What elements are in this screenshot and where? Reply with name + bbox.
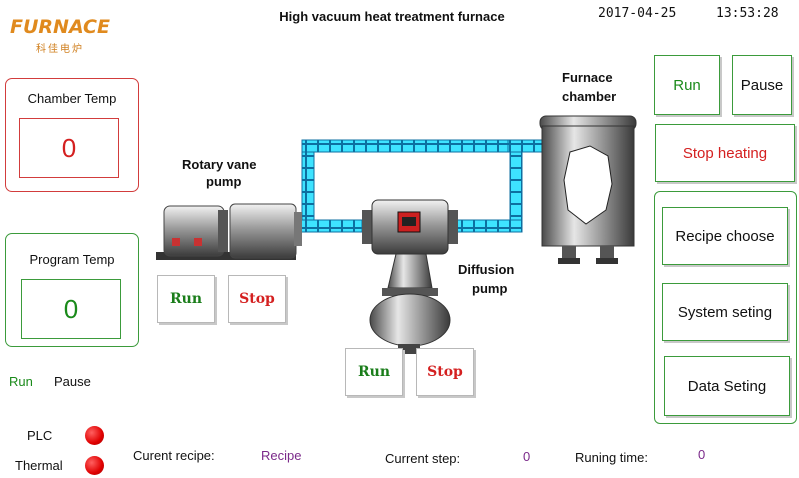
chamber-temp-panel: Chamber Temp 0	[5, 78, 139, 192]
logo-text: FURNACE	[10, 16, 110, 38]
diffusion-pump-stop-button[interactable]: Stop	[416, 348, 474, 396]
thermal-label: Thermal	[15, 458, 63, 473]
stop-heating-button[interactable]: Stop heating	[655, 124, 795, 182]
plc-label: PLC	[27, 428, 53, 443]
rotary-pump-stop-button[interactable]: Stop	[228, 275, 286, 323]
diffusion-pump	[362, 199, 458, 354]
furnace-label-line2: chamber	[562, 89, 617, 104]
page-title: High vacuum heat treatment furnace	[279, 9, 505, 24]
pause-button[interactable]: Pause	[732, 55, 792, 115]
logo-subtext: 科佳电炉	[36, 44, 84, 55]
current-step-label: Current step:	[385, 451, 461, 466]
current-date: 2017-04-25	[598, 6, 677, 21]
furnace-chamber	[539, 115, 637, 264]
vacuum-process-diagram	[156, 115, 637, 354]
rotary-pump-run-button[interactable]: Run	[157, 275, 215, 323]
program-temp-value: 0	[21, 279, 121, 339]
brand-logo: FURNACE 科佳电炉	[8, 14, 116, 56]
run-status-text: Run	[9, 374, 33, 389]
pause-status-text: Pause	[54, 374, 91, 389]
current-step-value: 0	[523, 449, 531, 464]
thermal-indicator-led	[85, 456, 104, 475]
current-recipe-value: Recipe	[261, 448, 302, 463]
running-time-label: Runing time:	[575, 450, 648, 465]
rotary-vane-pump	[156, 203, 302, 260]
current-recipe-label: Curent recipe:	[133, 448, 215, 463]
program-temp-panel: Program Temp 0	[5, 233, 139, 347]
rotary-pump-label-line2: pump	[206, 174, 242, 189]
menu-button-group	[654, 191, 797, 424]
diffusion-pump-run-button[interactable]: Run	[345, 348, 403, 396]
diffusion-pump-label-line1: Diffusion	[458, 262, 515, 277]
chamber-temp-label: Chamber Temp	[27, 91, 117, 106]
plc-indicator-led	[85, 426, 104, 445]
current-time: 13:53:28	[716, 6, 779, 21]
run-button[interactable]: Run	[654, 55, 720, 115]
furnace-label-line1: Furnace	[562, 70, 613, 85]
running-time-value: 0	[698, 447, 706, 462]
program-temp-label: Program Temp	[29, 252, 115, 267]
vacuum-pipeline	[297, 139, 543, 233]
chamber-temp-value: 0	[19, 118, 119, 178]
data-setting-button[interactable]: Data Seting	[664, 356, 790, 416]
system-setting-button[interactable]: System seting	[662, 283, 788, 341]
recipe-choose-button[interactable]: Recipe choose	[662, 207, 788, 265]
rotary-pump-label-line1: Rotary vane	[182, 157, 257, 172]
diffusion-pump-label-line2: pump	[472, 281, 508, 296]
